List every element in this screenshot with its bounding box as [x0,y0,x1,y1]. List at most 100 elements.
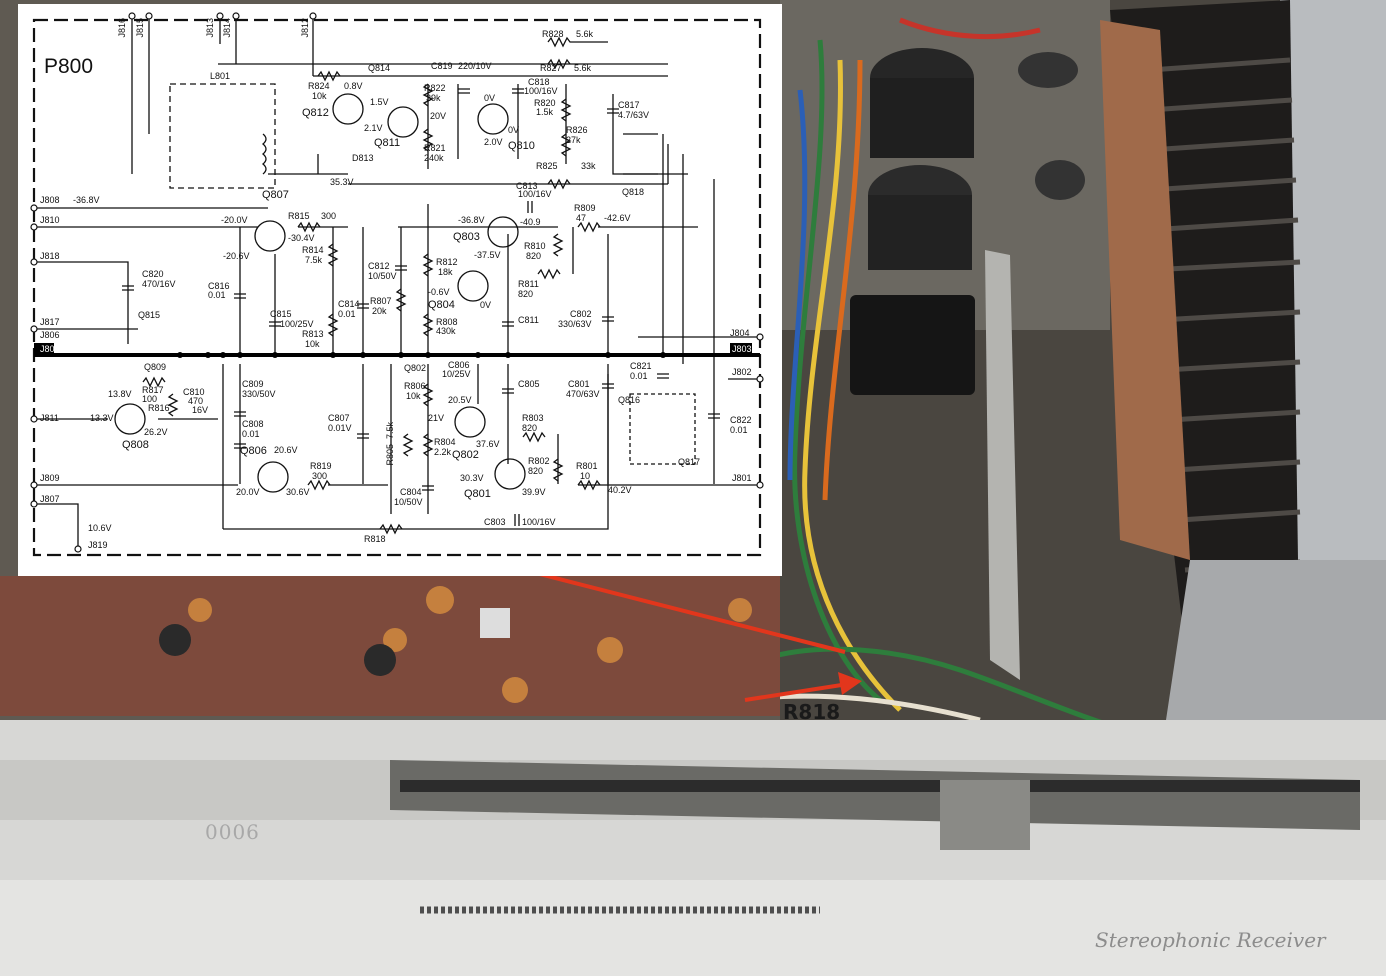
part-value: 0.01V [328,423,352,433]
part-value: 7.5k [385,422,395,440]
part-label: Q812 [302,107,329,119]
part-value: 33k [581,161,596,171]
part-label: C815 [270,309,292,319]
part-label: Q802 [452,449,479,461]
part-label: R819 [310,461,332,471]
voltage-label: 10.6V [88,523,112,533]
voltage-label: 13.8V [108,389,132,399]
part-label: R820 [534,98,556,108]
part-value: 27k [566,135,581,145]
voltage-label: -36.8V [458,215,485,225]
voltage-label: 1.5V [370,97,389,107]
connector-label: J806 [40,330,60,340]
filter-capacitors [868,48,1085,270]
voltage-label: 37.6V [476,439,500,449]
part-label: R817 [142,385,164,395]
connector-label: J802 [732,367,752,377]
voltage-label: 2.0V [484,137,503,147]
part-value: 220/10V [458,61,492,71]
voltage-label: -37.5V [474,250,501,260]
part-label: Q817 [678,457,701,467]
connector-label: J808 [40,195,60,205]
voltage-label: 30.6V [286,487,310,497]
part-value: 10k [305,339,320,349]
part-value: 18k [438,267,453,277]
voltage-label: 20V [430,111,447,121]
connector-label: J812 [300,18,310,38]
part-label: R814 [302,245,324,255]
connector-label: J810 [40,215,60,225]
connector-label: J809 [40,473,60,483]
part-label: R805 [385,444,395,466]
part-value: 430k [436,326,456,336]
part-label: R802 [528,456,550,466]
part-label: R813 [302,329,324,339]
part-label: R804 [434,437,456,447]
part-label: Q818 [622,187,645,197]
part-value: 20k [372,306,387,316]
voltage-label: 20.5V [448,395,472,405]
part-label: C804 [400,487,422,497]
part-value: 820 [528,466,544,476]
part-label: L801 [210,71,231,81]
connector-label: J813 [205,18,215,38]
part-value: 5.6k [574,63,592,73]
voltage-label: 30.3V [460,473,484,483]
part-value: 820 [526,251,542,261]
part-value: 5.6k [576,29,594,39]
voltage-label: 0V [484,93,496,103]
part-label: R827 [540,63,562,73]
part-label: C817 [618,100,640,110]
part-value: 16V [192,405,209,415]
part-value: 4.7/63V [618,110,650,120]
part-value: 0.01 [242,429,260,439]
part-label: C819 [431,61,453,71]
part-value: 100 [142,394,158,404]
part-value: 10 [580,471,591,481]
part-value: 39k [426,93,441,103]
part-value: 820 [522,423,538,433]
part-label: R821 [424,143,446,153]
p800-schematic: P800 J816 J815 J813 J814 J812 J808 -36.8… [18,4,782,576]
part-label: C810 [183,387,205,397]
part-value: 100/16V [522,517,556,527]
part-label: R810 [524,241,546,251]
connector-label: J818 [40,251,60,261]
board-title: P800 [44,55,94,78]
connector-label: J804 [730,328,750,338]
part-label: R806 [404,381,426,391]
part-value: 330/63V [558,319,592,329]
r818-callout-label: R818 [783,700,841,724]
part-value: 470/16V [142,279,176,289]
part-label: R812 [436,257,458,267]
part-label: R801 [576,461,598,471]
part-label: Q802 [404,363,427,373]
part-label: C805 [518,379,540,389]
relay [850,295,975,395]
part-value: 0.01 [338,309,356,319]
schematic-drawing [30,12,764,557]
voltage-label: -20.0V [221,215,248,225]
part-value: 2.2k [434,447,452,457]
part-label: C802 [570,309,592,319]
part-label: Q810 [508,140,535,152]
part-label: C818 [528,77,550,87]
voltage-label: 0V [480,300,492,310]
part-value: 0.01 [630,371,648,381]
voltage-label: 0V [508,125,520,135]
part-label: R809 [574,203,596,213]
part-label: R816 [148,403,170,413]
part-label: C820 [142,269,164,279]
part-label: C821 [630,361,652,371]
part-label: R808 [436,317,458,327]
part-label: Q807 [262,189,289,201]
part-label: Q811 [374,137,401,149]
voltage-label: -40.9 [520,217,541,227]
front-panel-brand: Stereophonic Receiver [1095,928,1326,952]
voltage-label: 0.8V [344,81,363,91]
part-value: 47 [576,213,587,223]
part-label: C808 [242,419,264,429]
part-label: C807 [328,413,350,423]
part-label: R818 [364,534,386,544]
part-value: 1.5k [536,107,554,117]
